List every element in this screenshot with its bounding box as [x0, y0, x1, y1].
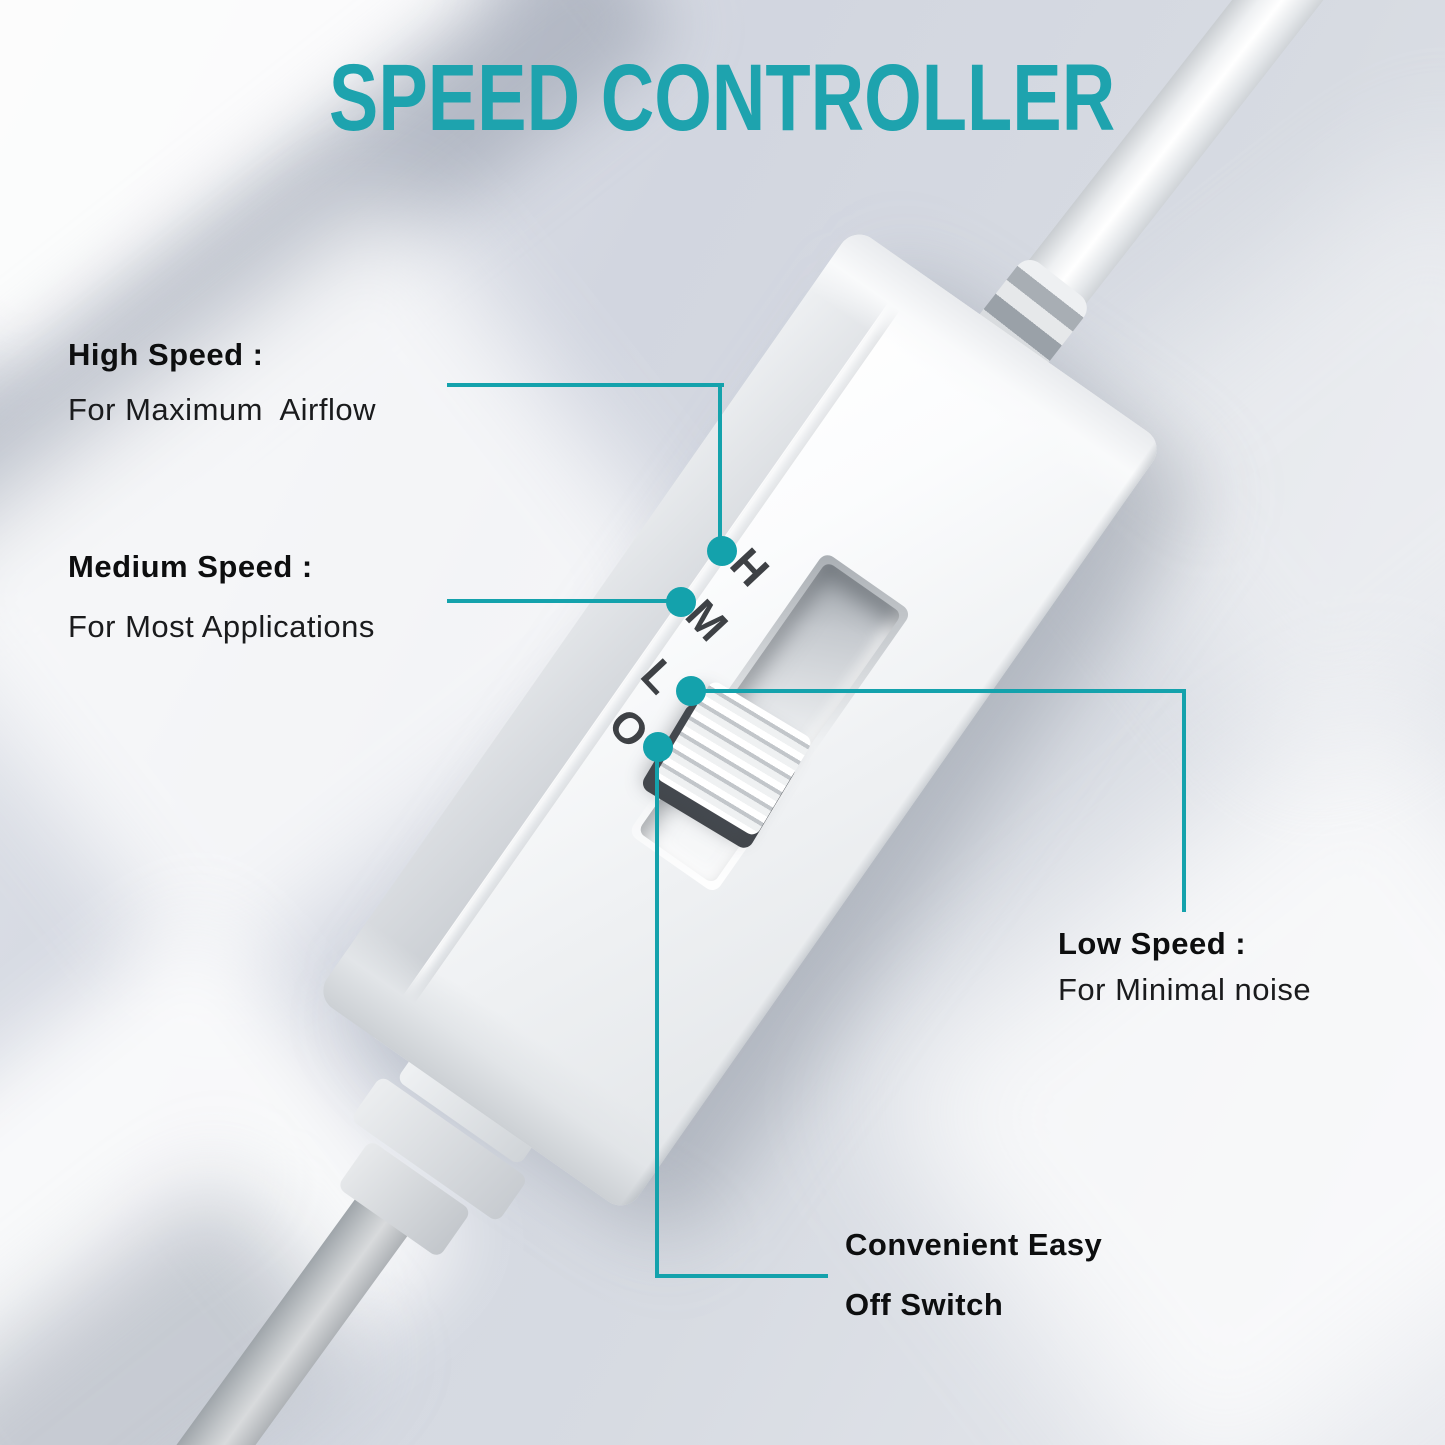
callout-line-high-horizontal [447, 383, 724, 387]
low-speed-heading: Low Speed : [1058, 926, 1247, 961]
callout-line-low-vertical [1182, 689, 1186, 912]
page-title-text: SPEED CONTROLLER [329, 45, 1116, 151]
callout-dot-medium [666, 587, 696, 617]
medium-speed-heading: Medium Speed : [68, 549, 313, 584]
off-switch-heading-line2: Off Switch [845, 1287, 1004, 1322]
callout-dot-high [707, 536, 737, 566]
callout-line-high-vertical [718, 383, 722, 553]
callout-dot-off [643, 732, 673, 762]
callout-line-off-horizontal [655, 1274, 828, 1278]
off-switch-heading-line1: Convenient Easy [845, 1227, 1103, 1262]
page-title: SPEED CONTROLLER [0, 44, 1445, 153]
callout-dot-low [676, 676, 706, 706]
low-speed-description: For Minimal noise [1058, 972, 1312, 1007]
callout-line-low-horizontal [690, 689, 1186, 693]
callout-line-off-vertical [655, 747, 659, 1278]
high-speed-heading: High Speed : [68, 337, 264, 372]
high-speed-description: For Maximum Airflow [68, 392, 376, 427]
callout-line-medium-horizontal [447, 599, 683, 603]
medium-speed-description: For Most Applications [68, 609, 375, 644]
